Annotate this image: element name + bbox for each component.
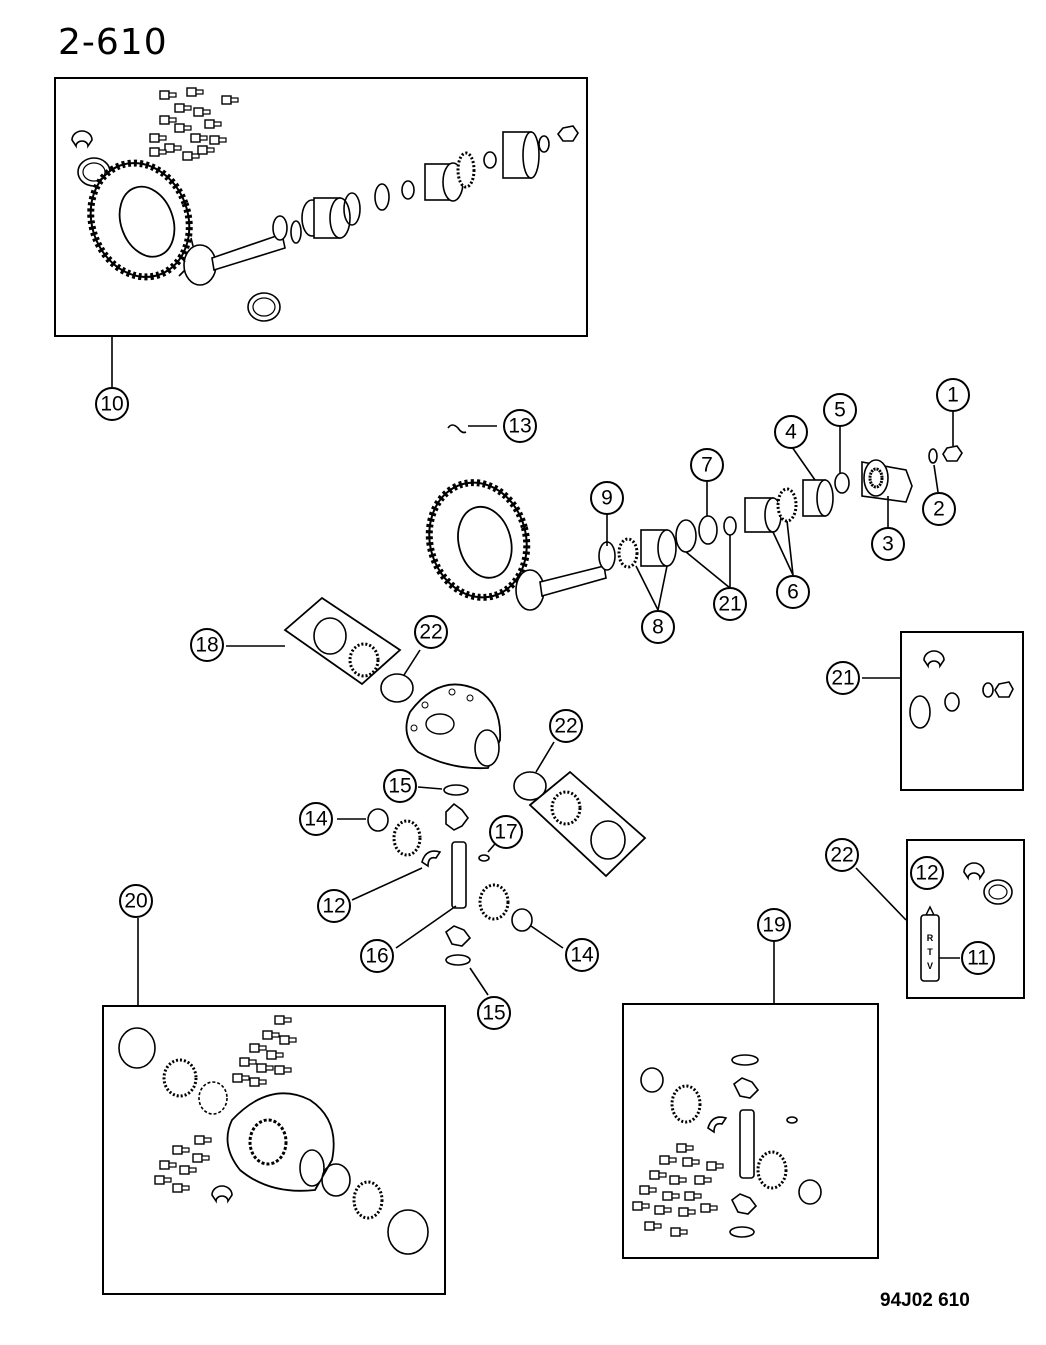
svg-text:14: 14 (304, 808, 328, 831)
callout-10: 10 (95, 387, 129, 421)
svg-text:17: 17 (494, 821, 517, 844)
ring-gear-bolts (149, 87, 239, 161)
diff-kit-bolts (632, 1143, 724, 1237)
callout-14-a: 14 (299, 802, 333, 836)
callout-22-b: 22 (549, 709, 583, 743)
svg-text:21: 21 (718, 593, 741, 616)
kit-box-10 (54, 77, 588, 388)
rtv-letter-t: T (927, 947, 933, 957)
svg-text:15: 15 (482, 1002, 505, 1025)
callout-12-b: 12 (910, 856, 944, 890)
callout-21-a: 21 (713, 587, 747, 621)
svg-text:18: 18 (195, 634, 218, 657)
shim-22-lower (513, 771, 547, 801)
carrier-bearing-box-18 (226, 596, 402, 686)
svg-text:19: 19 (762, 914, 785, 937)
callout-18: 18 (190, 628, 224, 662)
callout-13: 13 (503, 409, 537, 443)
svg-text:5: 5 (834, 399, 846, 422)
callout-11: 11 (961, 941, 995, 975)
callout-4: 4 (774, 415, 808, 449)
kit-box-22: R T V (855, 839, 1025, 999)
svg-text:12: 12 (322, 895, 345, 918)
kit-box-19 (622, 942, 879, 1259)
callout-9: 9 (590, 481, 624, 515)
callout-20: 20 (119, 884, 153, 918)
svg-text:10: 10 (100, 393, 123, 416)
svg-text:11: 11 (967, 947, 989, 970)
rtv-letter-r: R (927, 933, 934, 943)
svg-text:22: 22 (830, 844, 853, 867)
svg-text:1: 1 (947, 384, 959, 407)
callout-7: 7 (690, 448, 724, 482)
leader-lines (606, 412, 954, 611)
pinion-assembly (417, 424, 963, 610)
svg-text:22: 22 (554, 715, 577, 738)
kit-box-20 (102, 918, 446, 1295)
rtv-tube: R T V (920, 905, 940, 982)
callout-8: 8 (641, 610, 675, 644)
svg-text:16: 16 (365, 945, 388, 968)
callout-2: 2 (922, 492, 956, 526)
svg-text:2: 2 (933, 498, 945, 521)
svg-text:20: 20 (124, 890, 147, 913)
shim-22-upper (380, 673, 414, 703)
callout-5: 5 (823, 393, 857, 427)
page-title: 2-610 (58, 22, 168, 63)
case-bolts-upper (232, 1015, 297, 1087)
callout-22-a: 22 (414, 615, 448, 649)
callout-22-c: 22 (825, 838, 859, 872)
svg-text:22: 22 (419, 621, 442, 644)
svg-text:9: 9 (601, 487, 613, 510)
rtv-letter-v: V (927, 961, 933, 971)
svg-text:14: 14 (570, 944, 594, 967)
callout-15-b: 15 (477, 996, 511, 1030)
callout-21-b: 21 (826, 661, 860, 695)
callout-15-a: 15 (383, 769, 417, 803)
callouts: 10 13 1 2 3 4 5 6 7 8 9 21 18 22 22 21 1… (95, 378, 995, 1030)
kit-box-21 (862, 631, 1024, 791)
svg-text:21: 21 (831, 667, 854, 690)
callout-16: 16 (360, 939, 394, 973)
svg-text:7: 7 (701, 454, 713, 477)
svg-text:8: 8 (652, 616, 664, 639)
svg-text:4: 4 (785, 421, 797, 444)
callout-19: 19 (757, 908, 791, 942)
callout-6: 6 (776, 575, 810, 609)
svg-text:15: 15 (388, 775, 411, 798)
diagram-code: 94J02 610 (880, 1290, 970, 1311)
callout-1: 1 (936, 378, 970, 412)
callout-17: 17 (489, 815, 523, 849)
case-bolts-lower (154, 1135, 212, 1193)
carrier-bearing-box-lower (528, 770, 647, 878)
svg-text:13: 13 (508, 415, 531, 438)
svg-text:12: 12 (915, 862, 938, 885)
svg-text:6: 6 (787, 581, 799, 604)
svg-text:3: 3 (882, 533, 894, 556)
callout-12-a: 12 (317, 889, 351, 923)
callout-3: 3 (871, 527, 905, 561)
differential-internals (337, 784, 564, 996)
callout-14-b: 14 (565, 938, 599, 972)
differential-case (405, 683, 501, 770)
